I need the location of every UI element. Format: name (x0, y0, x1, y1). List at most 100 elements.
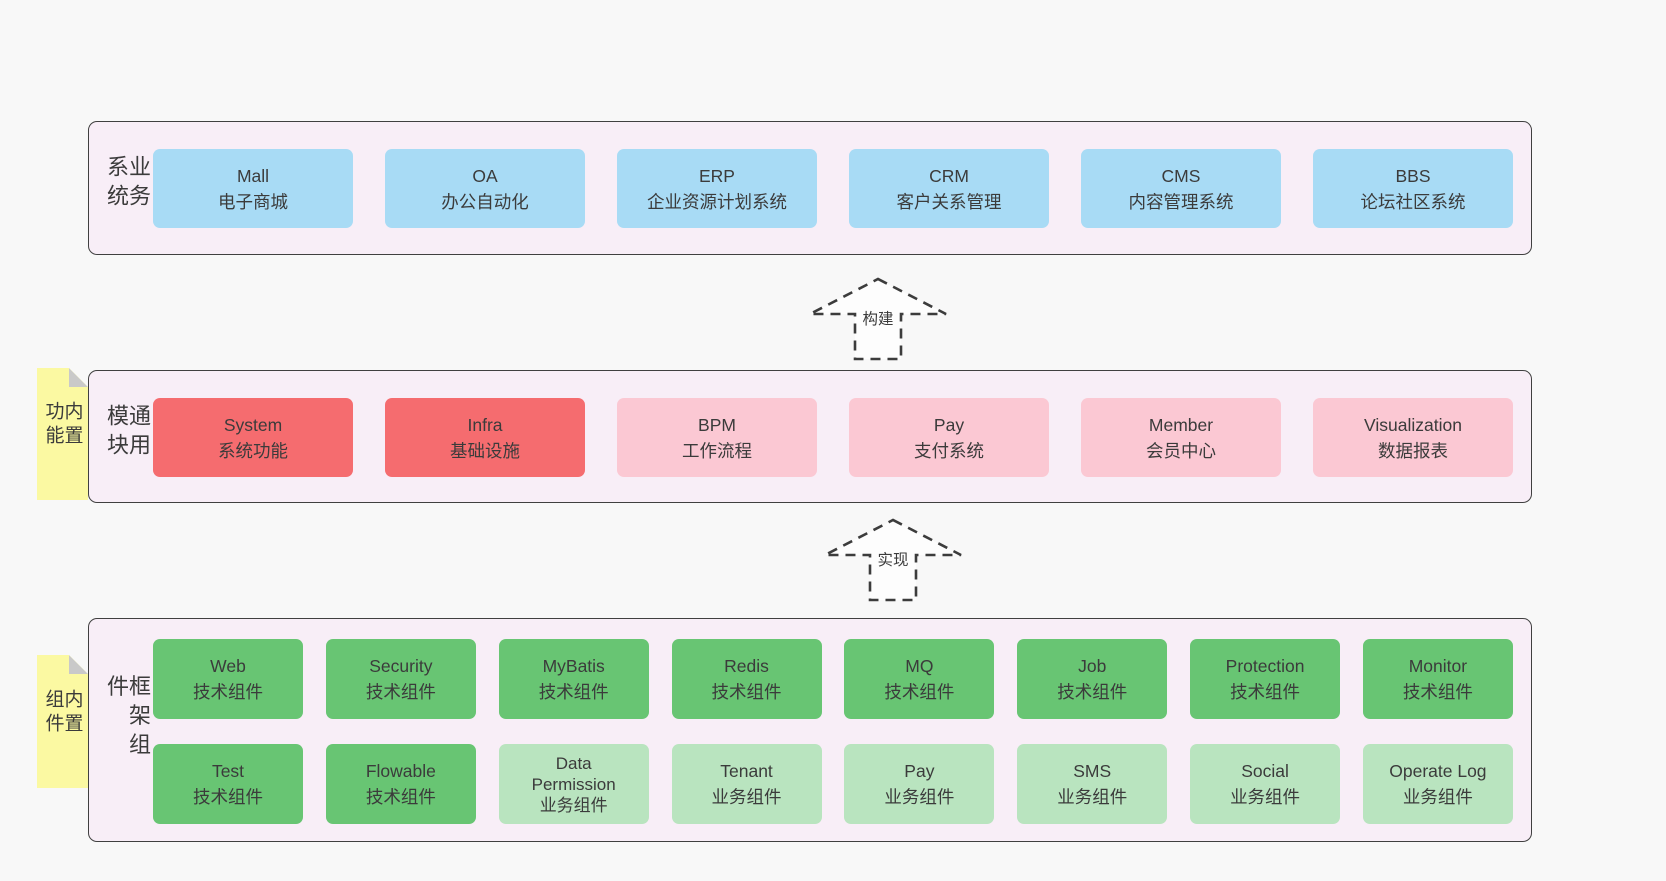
box-subtitle: 技术组件 (1402, 682, 1473, 702)
box-security: Security 技术组件 (325, 639, 476, 719)
box-subtitle: 技术组件 (193, 787, 263, 807)
box-web: Web 技术组件 (153, 639, 303, 719)
box-subtitle: 基础设施 (450, 440, 520, 461)
arrow-implement-label: 实现 (874, 548, 912, 570)
box-monitor: Monitor 技术组件 (1362, 639, 1513, 719)
box-system: System 系统功能 (153, 398, 353, 477)
box-title: Mall (236, 165, 270, 186)
box-tenant: Tenant 业务组件 (671, 744, 822, 824)
arrow-build: 构建 (808, 277, 948, 361)
box-mall: Mall 电子商城 (153, 149, 353, 228)
band-label-business: 业务系统 (104, 155, 151, 213)
box-title: Redis (724, 656, 769, 676)
framework-box-row-1: Web 技术组件 Security 技术组件 MyBatis 技术组件 Redi… (153, 639, 1513, 719)
box-subtitle: 业务组件 (711, 787, 782, 807)
band-label-framework: 框架组件 (104, 674, 151, 762)
arrow-implement: 实现 (823, 518, 963, 602)
box-subtitle: 支付系统 (914, 440, 984, 461)
box-subtitle: 技术组件 (365, 682, 436, 702)
box-subtitle: 系统功能 (218, 440, 288, 461)
box-title: Job (1078, 656, 1107, 676)
box-subtitle: 企业资源计划系统 (647, 191, 787, 212)
box-title: OA (472, 165, 498, 186)
box-subtitle: 数据报表 (1378, 440, 1448, 461)
box-title: System (223, 414, 283, 435)
sticky-label: 内置功能 (42, 401, 83, 449)
box-mq: MQ 技术组件 (844, 639, 995, 719)
box-title: MQ (905, 656, 934, 676)
box-title: Test (211, 761, 245, 781)
box-subtitle: 业务组件 (1230, 787, 1301, 807)
sticky-label: 内置组件 (42, 688, 83, 737)
box-subtitle: 技术组件 (711, 682, 782, 702)
box-data-permission: Data Permission 业务组件 (498, 744, 649, 824)
box-title: Member (1148, 414, 1214, 435)
box-title: Pay (933, 414, 965, 435)
box-title: BBS (1395, 165, 1431, 186)
box-title: Infra (467, 414, 503, 435)
box-infra: Infra 基础设施 (385, 398, 585, 477)
box-subtitle: 业务组件 (1057, 787, 1128, 807)
box-oa: OA 办公自动化 (385, 149, 585, 228)
box-visualization: Visualization 数据报表 (1313, 398, 1513, 477)
box-title: Web (210, 656, 246, 676)
sticky-note-builtin-components: 内置组件 (37, 655, 88, 788)
box-sms: SMS 业务组件 (1017, 744, 1168, 824)
box-subtitle: 技术组件 (884, 682, 955, 702)
box-title: CRM (929, 165, 969, 186)
box-title: CMS (1161, 165, 1201, 186)
box-job: Job 技术组件 (1017, 639, 1168, 719)
box-subtitle: 办公自动化 (441, 191, 529, 212)
box-subtitle: 技术组件 (365, 787, 436, 807)
box-subtitle: 业务组件 (884, 787, 955, 807)
folded-corner-icon (69, 368, 88, 387)
box-title: Security (369, 656, 433, 676)
box-subtitle: 技术组件 (1057, 682, 1128, 702)
band-framework-components: 框架组件 Web 技术组件 Security 技术组件 MyBatis 技术组件… (88, 618, 1532, 842)
box-title: Visualization (1364, 414, 1462, 435)
box-pay: Pay 支付系统 (849, 398, 1049, 477)
box-title: Operate Log (1389, 761, 1487, 781)
box-subtitle: 会员中心 (1146, 440, 1216, 461)
box-flowable: Flowable 技术组件 (325, 744, 476, 824)
arrow-build-label: 构建 (859, 307, 897, 329)
box-title: Protection (1225, 656, 1305, 676)
band-common-modules: 通用模块 System 系统功能 Infra 基础设施 BPM 工作流程 Pay… (88, 370, 1532, 503)
box-subtitle: 论坛社区系统 (1360, 191, 1466, 212)
box-title: SMS (1073, 761, 1112, 781)
folded-corner-icon (69, 655, 88, 674)
box-title: Tenant (720, 761, 773, 781)
box-social: Social 业务组件 (1190, 744, 1341, 824)
box-title: MyBatis (542, 656, 605, 676)
box-title: Flowable (365, 761, 436, 781)
box-crm: CRM 客户关系管理 (849, 149, 1049, 228)
framework-box-row-2: Test 技术组件 Flowable 技术组件 Data Permission … (153, 744, 1513, 824)
box-subtitle: 业务组件 (539, 795, 608, 815)
box-mybatis: MyBatis 技术组件 (498, 639, 649, 719)
box-test: Test 技术组件 (153, 744, 303, 824)
sticky-note-builtin-features: 内置功能 (37, 368, 88, 500)
box-redis: Redis 技术组件 (671, 639, 822, 719)
box-title: ERP (699, 165, 735, 186)
box-subtitle: 电子商城 (218, 191, 288, 212)
box-subtitle: 内容管理系统 (1128, 191, 1234, 212)
box-title: Data Permission (531, 753, 616, 794)
common-box-row: System 系统功能 Infra 基础设施 BPM 工作流程 Pay 支付系统… (153, 398, 1513, 477)
box-bpm: BPM 工作流程 (617, 398, 817, 477)
box-pay-biz: Pay 业务组件 (844, 744, 995, 824)
box-subtitle: 技术组件 (538, 682, 609, 702)
box-subtitle: 客户关系管理 (896, 191, 1002, 212)
box-cms: CMS 内容管理系统 (1081, 149, 1281, 228)
box-title: Pay (904, 761, 935, 781)
box-subtitle: 技术组件 (193, 682, 263, 702)
box-erp: ERP 企业资源计划系统 (617, 149, 817, 228)
box-title: BPM (698, 414, 736, 435)
box-subtitle: 业务组件 (1402, 787, 1473, 807)
box-subtitle: 技术组件 (1230, 682, 1301, 702)
band-business-systems: 业务系统 Mall 电子商城 OA 办公自动化 ERP 企业资源计划系统 CRM… (88, 121, 1532, 255)
box-operate-log: Operate Log 业务组件 (1362, 744, 1513, 824)
box-subtitle: 工作流程 (682, 440, 752, 461)
band-label-common: 通用模块 (104, 403, 151, 462)
box-bbs: BBS 论坛社区系统 (1313, 149, 1513, 228)
